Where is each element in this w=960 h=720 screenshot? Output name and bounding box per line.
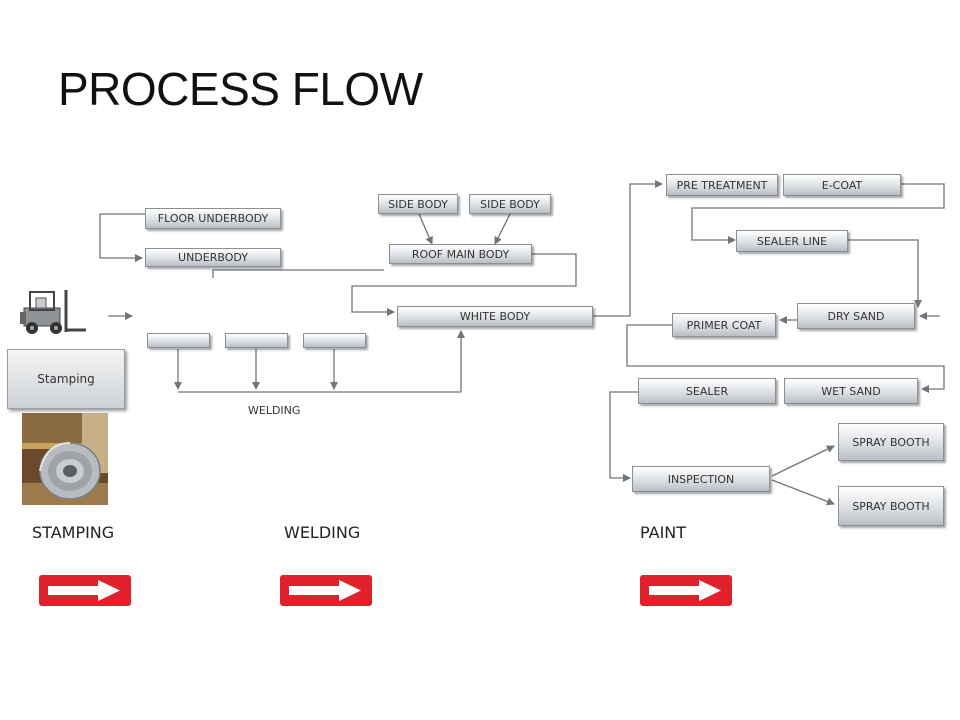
arrow-inspection-to-spray-2 — [771, 479, 835, 506]
arrow-side-body-1-to-roof — [418, 213, 433, 245]
red-arrow-icon — [39, 575, 131, 606]
arrow-primer-to-wet-sand — [626, 324, 945, 393]
stage-label-welding: WELDING — [284, 523, 361, 542]
pre-treatment-box: PRE TREATMENT — [666, 174, 778, 196]
wet-sand-box: WET SAND — [784, 378, 918, 404]
forklift-icon — [20, 290, 86, 334]
sealer-box: SEALER — [638, 378, 776, 404]
sealer-line-box: SEALER LINE — [736, 230, 848, 252]
e-coat-box: E-COAT — [783, 174, 901, 196]
stage-label-paint: PAINT — [640, 523, 687, 542]
side-body-box-1: SIDE BODY — [378, 194, 458, 214]
arrow-ecoat-to-sealer-line — [691, 183, 945, 244]
arrow-floor-to-underbody — [99, 213, 145, 262]
arrow-inspection-to-spray-1 — [771, 445, 835, 477]
welding-label: WELDING — [248, 404, 301, 417]
red-arrow-icon — [280, 575, 372, 606]
welding-station-3 — [303, 333, 366, 348]
white-body-box: WHITE BODY — [397, 306, 593, 327]
side-body-box-2: SIDE BODY — [469, 194, 551, 214]
arrow-white-body-to-pre-treatment — [593, 180, 663, 317]
roof-main-body-box: ROOF MAIN BODY — [389, 244, 532, 264]
underbody-box: UNDERBODY — [145, 248, 281, 267]
spray-booth-box-2: SPRAY BOOTH — [838, 486, 944, 526]
red-arrow-icon — [640, 575, 732, 606]
spray-booth-box-1: SPRAY BOOTH — [838, 423, 944, 461]
welding-station-1 — [147, 333, 210, 348]
dry-sand-box: DRY SAND — [797, 303, 915, 329]
steel-coil-photo — [22, 413, 108, 505]
arrow-sealer-to-inspection — [609, 391, 638, 482]
inspection-box: INSPECTION — [632, 466, 770, 492]
arrow-roof-to-white-body — [351, 253, 577, 316]
floor-underbody-box: FLOOR UNDERBODY — [145, 208, 281, 229]
stage-label-stamping: STAMPING — [32, 523, 115, 542]
stamping-box: Stamping — [7, 349, 125, 409]
arrow-sealer-line-to-dry-sand — [848, 239, 922, 308]
primer-coat-box: PRIMER COAT — [672, 313, 776, 337]
welding-station-2 — [225, 333, 288, 348]
arrow-side-body-2-to-roof — [494, 213, 511, 245]
page-title: PROCESS FLOW — [58, 63, 423, 115]
line-underbody-to-roof — [212, 269, 384, 278]
